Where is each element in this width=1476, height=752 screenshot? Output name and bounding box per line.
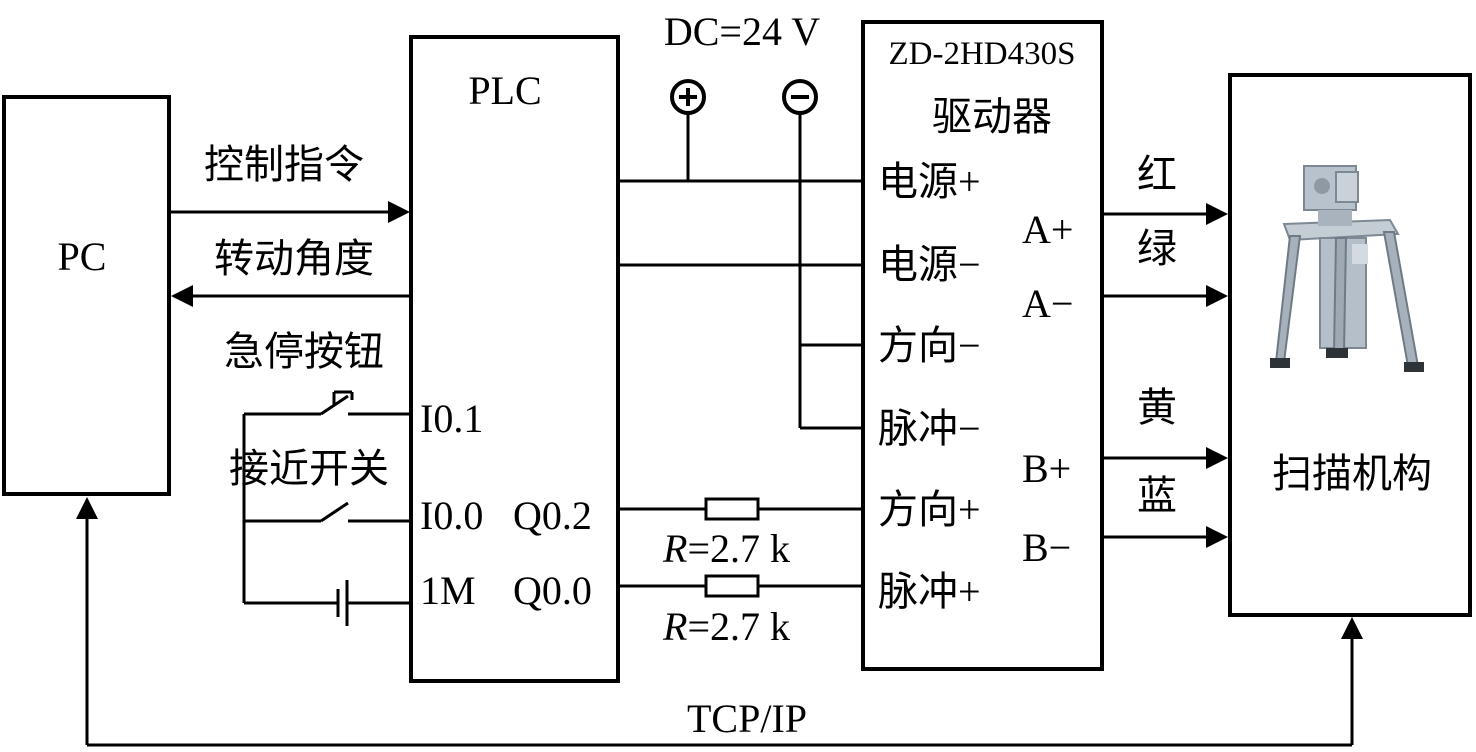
negative-terminal-icon (782, 79, 818, 115)
emergency-stop-label: 急停按钮 (224, 329, 384, 374)
resistor-top-icon (704, 497, 760, 521)
driver-input-power-plus: 电源+ (878, 159, 981, 204)
tcpip-link (76, 497, 1363, 747)
tcpip-label: TCP/IP (687, 696, 807, 741)
supply-label: DC=24 V (664, 9, 820, 54)
driver-input-dir-minus: 方向− (878, 323, 981, 368)
scanner-device-image (1270, 165, 1424, 372)
wire-color-red: 红 (1137, 152, 1177, 197)
wire-color-yellow: 黄 (1137, 385, 1177, 430)
driver-input-dir-plus: 方向+ (878, 487, 981, 532)
driver-model: ZD-2HD430S (889, 36, 1076, 72)
control-command-arrow (169, 201, 410, 223)
port-q02: Q0.2 (513, 493, 592, 538)
driver-box (861, 20, 1104, 671)
pc-box (2, 95, 171, 496)
port-i00: I0.0 (420, 493, 483, 538)
proximity-switch-icon (320, 501, 411, 523)
motor-wire-b-minus (1102, 526, 1228, 548)
driver-output-a-minus: A− (1022, 281, 1073, 326)
proximity-switch-label: 接近开关 (229, 446, 389, 491)
driver-input-pulse-minus: 脉冲− (878, 406, 981, 451)
motor-wire-b-plus (1102, 447, 1228, 469)
resistor-bottom-label: R=2.7 k (662, 604, 790, 649)
control-command-label: 控制指令 (204, 142, 364, 187)
driver-output-a-plus: A+ (1022, 207, 1073, 252)
rotation-angle-arrow (171, 285, 411, 307)
driver-input-power-minus: 电源− (878, 242, 981, 287)
wire-color-green: 绿 (1137, 226, 1177, 271)
scanner-label: 扫描机构 (1272, 451, 1432, 496)
pc-label: PC (58, 234, 107, 279)
plc-box (409, 35, 620, 683)
motor-wire-a-plus (1102, 203, 1228, 225)
port-1m: 1M (420, 568, 476, 613)
rotation-angle-label: 转动角度 (214, 236, 374, 281)
port-i01: I0.1 (420, 396, 483, 441)
port-q00: Q0.0 (513, 568, 592, 613)
input-loop-wiring (242, 412, 411, 605)
positive-terminal-icon (670, 79, 706, 115)
resistor-bottom-icon (704, 574, 760, 598)
battery-icon (336, 580, 349, 626)
plc-label: PLC (468, 68, 541, 113)
driver-output-b-plus: B+ (1022, 446, 1071, 491)
emergency-stop-switch-icon (320, 390, 411, 416)
motor-wire-a-minus (1102, 285, 1228, 307)
driver-output-b-minus: B− (1022, 525, 1071, 570)
power-wiring (620, 113, 863, 430)
resistor-top-label: R=2.7 k (662, 526, 790, 571)
driver-title: 驱动器 (932, 94, 1052, 139)
driver-input-pulse-plus: 脉冲+ (878, 569, 981, 614)
wire-color-blue: 蓝 (1137, 473, 1177, 518)
